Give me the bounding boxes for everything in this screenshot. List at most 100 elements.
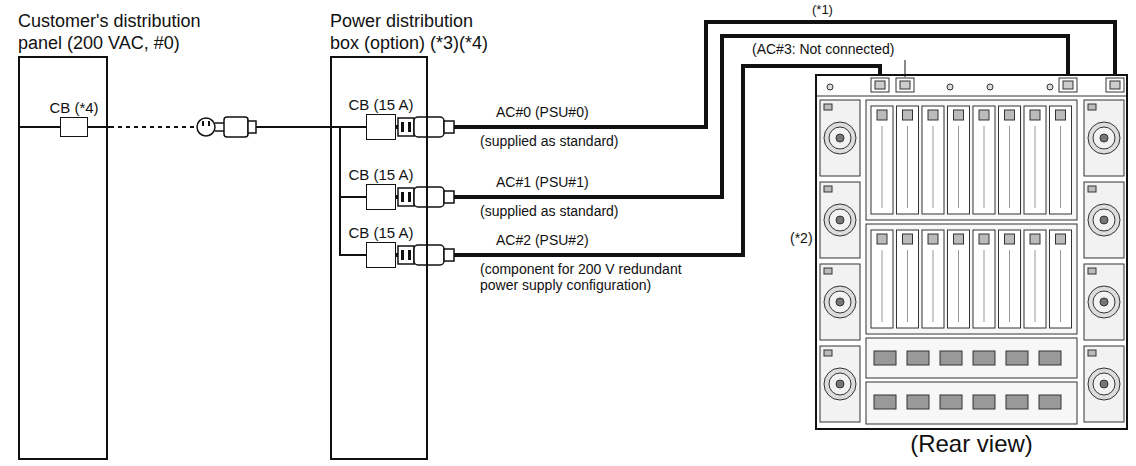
fan-unit [820,182,860,258]
fan-unit [1084,264,1124,340]
outlet-slot [408,192,411,202]
blade-rail [958,250,959,322]
blade-rail [1060,250,1061,322]
fan-unit [1084,182,1124,258]
io-port [1039,395,1061,409]
field-wiring [110,126,196,128]
fan-latch [824,104,832,110]
plug-body [224,117,248,137]
fan-hub [1100,134,1108,142]
fan-unit [1084,346,1124,422]
note-label: (supplied as standard) [480,203,619,219]
blade-handle [1056,110,1066,120]
fan-grille [824,286,856,318]
blade-rail [933,250,934,322]
blade-rail [907,250,908,322]
blade-slot [871,230,893,328]
inlet-socket [875,81,885,89]
inlet-socket [900,81,910,89]
blade-slot [871,106,893,214]
power-distribution-box: Power distribution box (option) (*3)(*4)… [330,56,428,460]
receptacle-slot [208,121,210,126]
blade-rail [1035,126,1036,208]
receptacle [197,118,215,136]
blade-slot [897,106,919,214]
fan-grille [824,122,856,154]
receptacle-slot [202,121,204,126]
blade-chassis [866,100,1077,220]
plug-strain-relief [444,191,454,203]
inlet-socket [1063,81,1073,89]
blade-slot [897,230,919,328]
blade-rail [907,126,908,208]
fan-hub [1100,380,1108,388]
blade-slot [1024,230,1046,328]
fan-hub [836,216,844,224]
outlet-slot [408,122,411,132]
io-module [866,338,1077,378]
blade-slot [1024,106,1046,214]
fan-grille [1093,373,1115,395]
power-inlet [1106,78,1124,92]
breaker-label: CB (*4) [49,99,98,116]
note-label: (*1) [812,2,833,18]
fan-unit [1084,100,1124,176]
blade-handle [1005,234,1015,244]
outlet-slot [401,192,404,202]
fan-grille [1093,127,1115,149]
blade-rail [984,126,985,208]
fan-hub [1100,298,1108,306]
inlet-socket [1110,81,1120,89]
power-inlet [871,78,889,92]
blade-handle [979,234,989,244]
blade-slot [922,106,944,214]
blade-slot [922,230,944,328]
fan-grille [824,204,856,236]
blade-rail [1009,126,1010,208]
outlet [398,246,414,264]
note-label: (component for 200 V redundant power sup… [480,261,712,293]
blade-handle [903,234,913,244]
fan-hub [836,134,844,142]
blade-rail [882,126,883,208]
blade-handle [954,110,964,120]
screw [827,84,833,90]
top-strip-edge [817,96,1126,97]
io-port [874,351,896,365]
fan-grille [829,209,851,231]
io-port [907,351,929,365]
blade-rail [1035,250,1036,322]
screw [947,84,953,90]
fan-grille [1088,368,1120,400]
cable-label: AC#1 (PSU#1) [496,174,589,190]
blade-handle [1030,110,1040,120]
io-port [973,395,995,409]
io-port [907,395,929,409]
power-cable [396,66,880,255]
cable-plug [414,117,444,137]
distribution-panel: Customer's distribution panel (200 VAC, … [18,56,108,460]
blade-rail [933,126,934,208]
blade-slot [973,230,995,328]
blade-handle [954,234,964,244]
fan-hub [836,298,844,306]
io-port [940,395,962,409]
blade-handle [877,234,887,244]
fan-grille [1088,286,1120,318]
blade-rail [882,250,883,322]
branch-wire [88,127,366,255]
circuit-breaker: CB (*4) [60,117,88,137]
fan-grille [1093,209,1115,231]
fan-grille [829,373,851,395]
outlet [398,118,414,136]
blade-slot [973,106,995,214]
outlet-slot [401,250,404,260]
blade-rail [1060,126,1061,208]
breaker-label: CB (15 A) [348,96,413,113]
blade-handle [1056,234,1066,244]
fan-grille [1088,122,1120,154]
note-label: (supplied as standard) [480,133,619,149]
plug-prong [215,122,224,124]
blade-slot [999,106,1021,214]
